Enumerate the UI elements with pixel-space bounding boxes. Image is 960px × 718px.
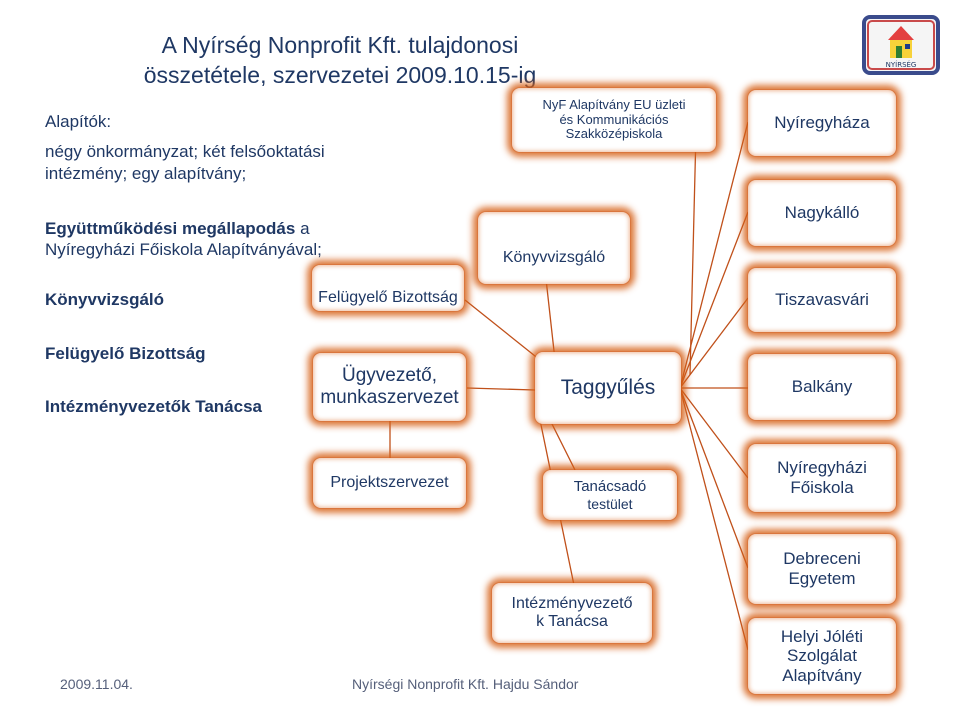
debrecen-line-2: Egyetem — [788, 569, 856, 588]
college-line-2: Főiskola — [790, 478, 854, 497]
node-owner-helyi: Helyi Jóléti Szolgálat Alapítvány — [748, 618, 896, 694]
node-owner-nyiregyhaza: Nyíregyháza — [748, 90, 896, 156]
college-line-1: Nyíregyházi — [777, 458, 867, 478]
line-assembly-debrecen — [679, 387, 749, 569]
cooperation-rest: a — [295, 219, 310, 238]
cooperation-line-2: Nyíregyházi Főiskola Alapítványával; — [45, 240, 322, 259]
council-line-1: Intézményvezető — [511, 594, 633, 612]
node-project: Projektszervezet — [313, 458, 466, 508]
founders-label: Alapítók: — [45, 112, 112, 131]
line-assembly-advisory — [549, 419, 576, 471]
tiszavasvari-label: Tiszavasvári — [775, 290, 869, 310]
line-assembly-helyi — [679, 387, 749, 651]
line-assembly-supervisory — [464, 299, 541, 361]
node-assembly: Taggyűlés — [535, 352, 681, 424]
node-council: Intézményvezető k Tanácsa — [492, 583, 652, 643]
line-assembly-auditor — [544, 269, 556, 361]
left-council: Intézményvezetők Tanácsa — [45, 397, 262, 416]
balkany-label: Balkány — [791, 377, 853, 397]
supervisory-label: Felügyelő Bizottság — [318, 288, 458, 306]
nyf-line-1: NyF Alapítvány EU üzleti — [542, 96, 686, 112]
cooperation-line-1: Együttműködési megállapodás a — [45, 219, 310, 239]
founders-line-1: négy önkormányzat; két felsőoktatási — [45, 142, 325, 161]
node-owner-college: Nyíregyházi Főiskola — [748, 444, 896, 512]
node-owner-nagykallo: Nagykálló — [748, 180, 896, 246]
line-assembly-college — [679, 387, 749, 479]
assembly-label: Taggyűlés — [560, 375, 656, 399]
nagykallo-label: Nagykálló — [784, 203, 860, 223]
line-assembly-nyf — [689, 131, 697, 376]
project-label: Projektszervezet — [330, 473, 449, 491]
title-line-2: összetétele, szervezetei 2009.10.15-ig — [143, 62, 537, 88]
ceo-line-2: munkaszervezet — [320, 387, 459, 408]
node-supervisory-board: Felügyelő Bizottság — [312, 265, 464, 311]
line-assembly-ceo — [466, 387, 536, 391]
title-line-1: A Nyírség Nonprofit Kft. tulajdonosi — [161, 32, 519, 58]
debrecen-line-1: Debreceni — [783, 549, 861, 569]
logo-text: NYÍRSÉG — [886, 60, 917, 69]
node-owner-tiszavasvari: Tiszavasvári — [748, 268, 896, 332]
nyf-line-3: Szakközépiskola — [565, 126, 663, 142]
advisory-line-2: testület — [587, 495, 633, 512]
node-owner-debrecen: Debreceni Egyetem — [748, 534, 896, 604]
council-line-2: k Tanácsa — [536, 613, 608, 630]
node-advisory: Tanácsadó testület — [543, 470, 677, 520]
line-assembly-tiszavasvari — [679, 297, 749, 389]
cooperation-bold: Együttműködési megállapodás — [45, 219, 296, 238]
footer-date: 2009.11.04. — [60, 676, 133, 692]
line-assembly-nagykallo — [679, 211, 749, 389]
auditor-label: Könyvvizsgáló — [502, 248, 606, 266]
advisory-line-1: Tanácsadó — [573, 478, 647, 496]
footer-author: Nyírségi Nonprofit Kft. Hajdu Sándor — [352, 676, 579, 692]
node-auditor: Könyvvizsgáló — [478, 212, 630, 284]
company-logo: NYÍRSÉG — [862, 14, 940, 76]
nyf-line-2: és Kommunikációs — [559, 111, 669, 127]
left-supervisory: Felügyelő Bizottság — [45, 344, 206, 363]
helyi-line-1: Helyi Jóléti — [780, 626, 864, 646]
node-owner-balkany: Balkány — [748, 354, 896, 420]
page-title: A Nyírség Nonprofit Kft. tulajdonosi öss… — [120, 30, 560, 90]
helyi-line-2: Szolgálat — [787, 646, 857, 666]
founders-line-2: intézmény; egy alapítvány; — [45, 164, 247, 183]
left-auditor: Könyvvizsgáló — [45, 290, 165, 309]
node-nyf-school: NyF Alapítvány EU üzleti és Kommunikáció… — [512, 88, 716, 152]
helyi-line-3: Alapítvány — [782, 665, 862, 685]
node-ceo: Ügyvezető, munkaszervezet — [313, 353, 466, 421]
ceo-line-1: Ügyvezető, — [341, 365, 438, 387]
nyiregyhaza-label: Nyíregyháza — [774, 113, 870, 133]
